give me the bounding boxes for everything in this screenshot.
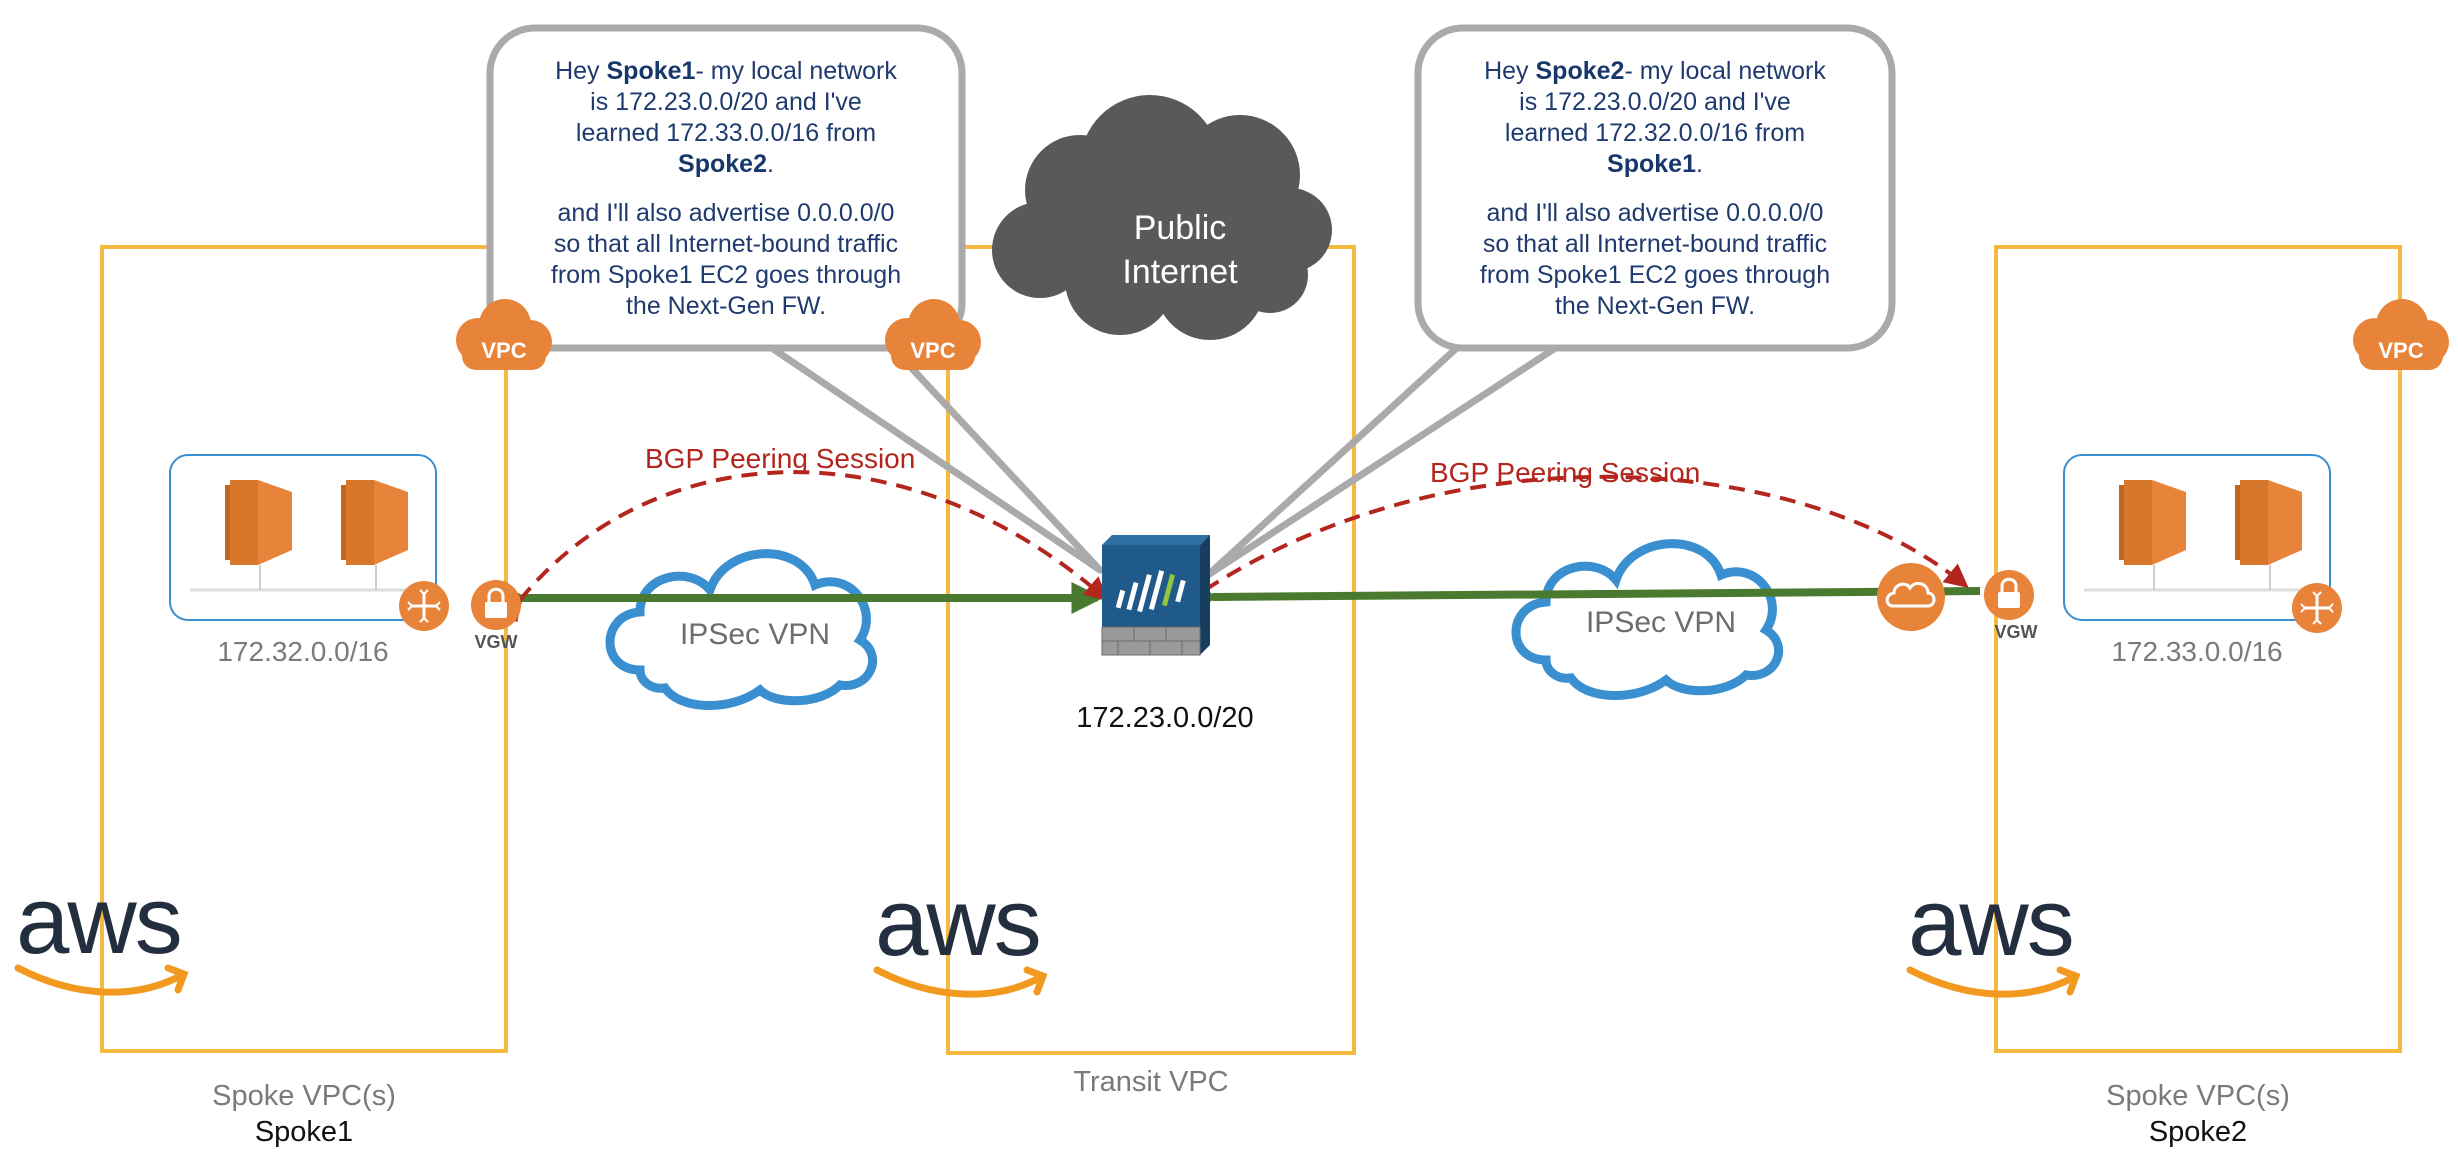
bubble-pointer-left (756, 336, 1104, 574)
bubble-text-left: Hey Spoke1- my local network is 172.23.0… (550, 57, 902, 320)
aws-logo-wordmark: aws (1908, 869, 2075, 976)
aws-logo-wordmark: aws (16, 867, 183, 974)
vpc-badge-icon (2353, 299, 2449, 370)
vgw-label-left: VGW (474, 632, 518, 652)
aws-logo-wordmark: aws (875, 869, 1042, 976)
public-internet-cloud-icon (992, 95, 1332, 340)
spoke-name: Spoke2 (678, 150, 767, 178)
spoke2-caption: Spoke VPC(s) (2106, 1080, 2290, 1112)
ec2-instance-icon (2235, 480, 2302, 590)
spoke-name: Spoke1 (1607, 150, 1696, 178)
transit-caption: Transit VPC (1073, 1066, 1229, 1098)
next-gen-firewall-icon (1101, 535, 1210, 656)
vpc-badge-icon (885, 299, 981, 370)
ipsec-vpn-label-left: IPSec VPN (679, 618, 831, 651)
spoke1-cidr: 172.32.0.0/16 (217, 636, 389, 667)
bgp-session-left-arrow (498, 470, 1109, 623)
ipsec-vpn-label-right: IPSec VPN (1585, 606, 1737, 639)
router-icon (399, 581, 449, 631)
vgw-label-right: VGW (1994, 622, 2038, 642)
vgw-lock-icon (1984, 570, 2034, 620)
bgp-peering-label-right: BGP Peering Session (1430, 457, 1701, 488)
spoke2-name: Spoke2 (2148, 1116, 2248, 1148)
spoke2-vpc-box (1994, 245, 2402, 1053)
spoke1-vpc-box (100, 245, 508, 1053)
vpc-badge-label: VPC (481, 338, 527, 363)
public-internet-label: Public Internet (1122, 209, 1238, 291)
vpc-badge-icon (456, 299, 552, 370)
ec2-instance-icon (2119, 480, 2186, 590)
bgp-session-right-arrow (1182, 474, 1969, 611)
bgp-peering-label-left: BGP Peering Session (645, 443, 916, 474)
spoke1-caption: Spoke VPC(s) (212, 1080, 396, 1112)
spoke-name: Spoke2 (1535, 57, 1625, 85)
vpc-badge-label: VPC (910, 338, 956, 363)
customer-gateway-icon (1877, 563, 1945, 631)
router-icon (2292, 583, 2342, 633)
aws-smile-icon (1906, 966, 2081, 998)
bubble-pointer-right (1204, 341, 1564, 579)
bubble-text-right: Hey Spoke2- my local network is 172.23.0… (1479, 57, 1831, 320)
spoke2-cidr: 172.33.0.0/16 (2111, 636, 2283, 667)
ipsec-tunnel-right (1187, 581, 1981, 614)
ec2-instance-icon (225, 480, 292, 590)
ec2-instance-icon (341, 480, 408, 590)
aws-smile-icon (14, 964, 189, 996)
aws-smile-icon (873, 966, 1048, 998)
spoke1-name: Spoke1 (254, 1116, 354, 1148)
vgw-lock-icon (471, 580, 521, 630)
spoke-name: Spoke1 (606, 57, 696, 85)
speech-bubble-left (486, 24, 966, 352)
transit-cidr: 172.23.0.0/20 (1076, 702, 1254, 734)
vpc-badge-label: VPC (2378, 338, 2424, 363)
speech-bubble-right (1414, 24, 1896, 352)
